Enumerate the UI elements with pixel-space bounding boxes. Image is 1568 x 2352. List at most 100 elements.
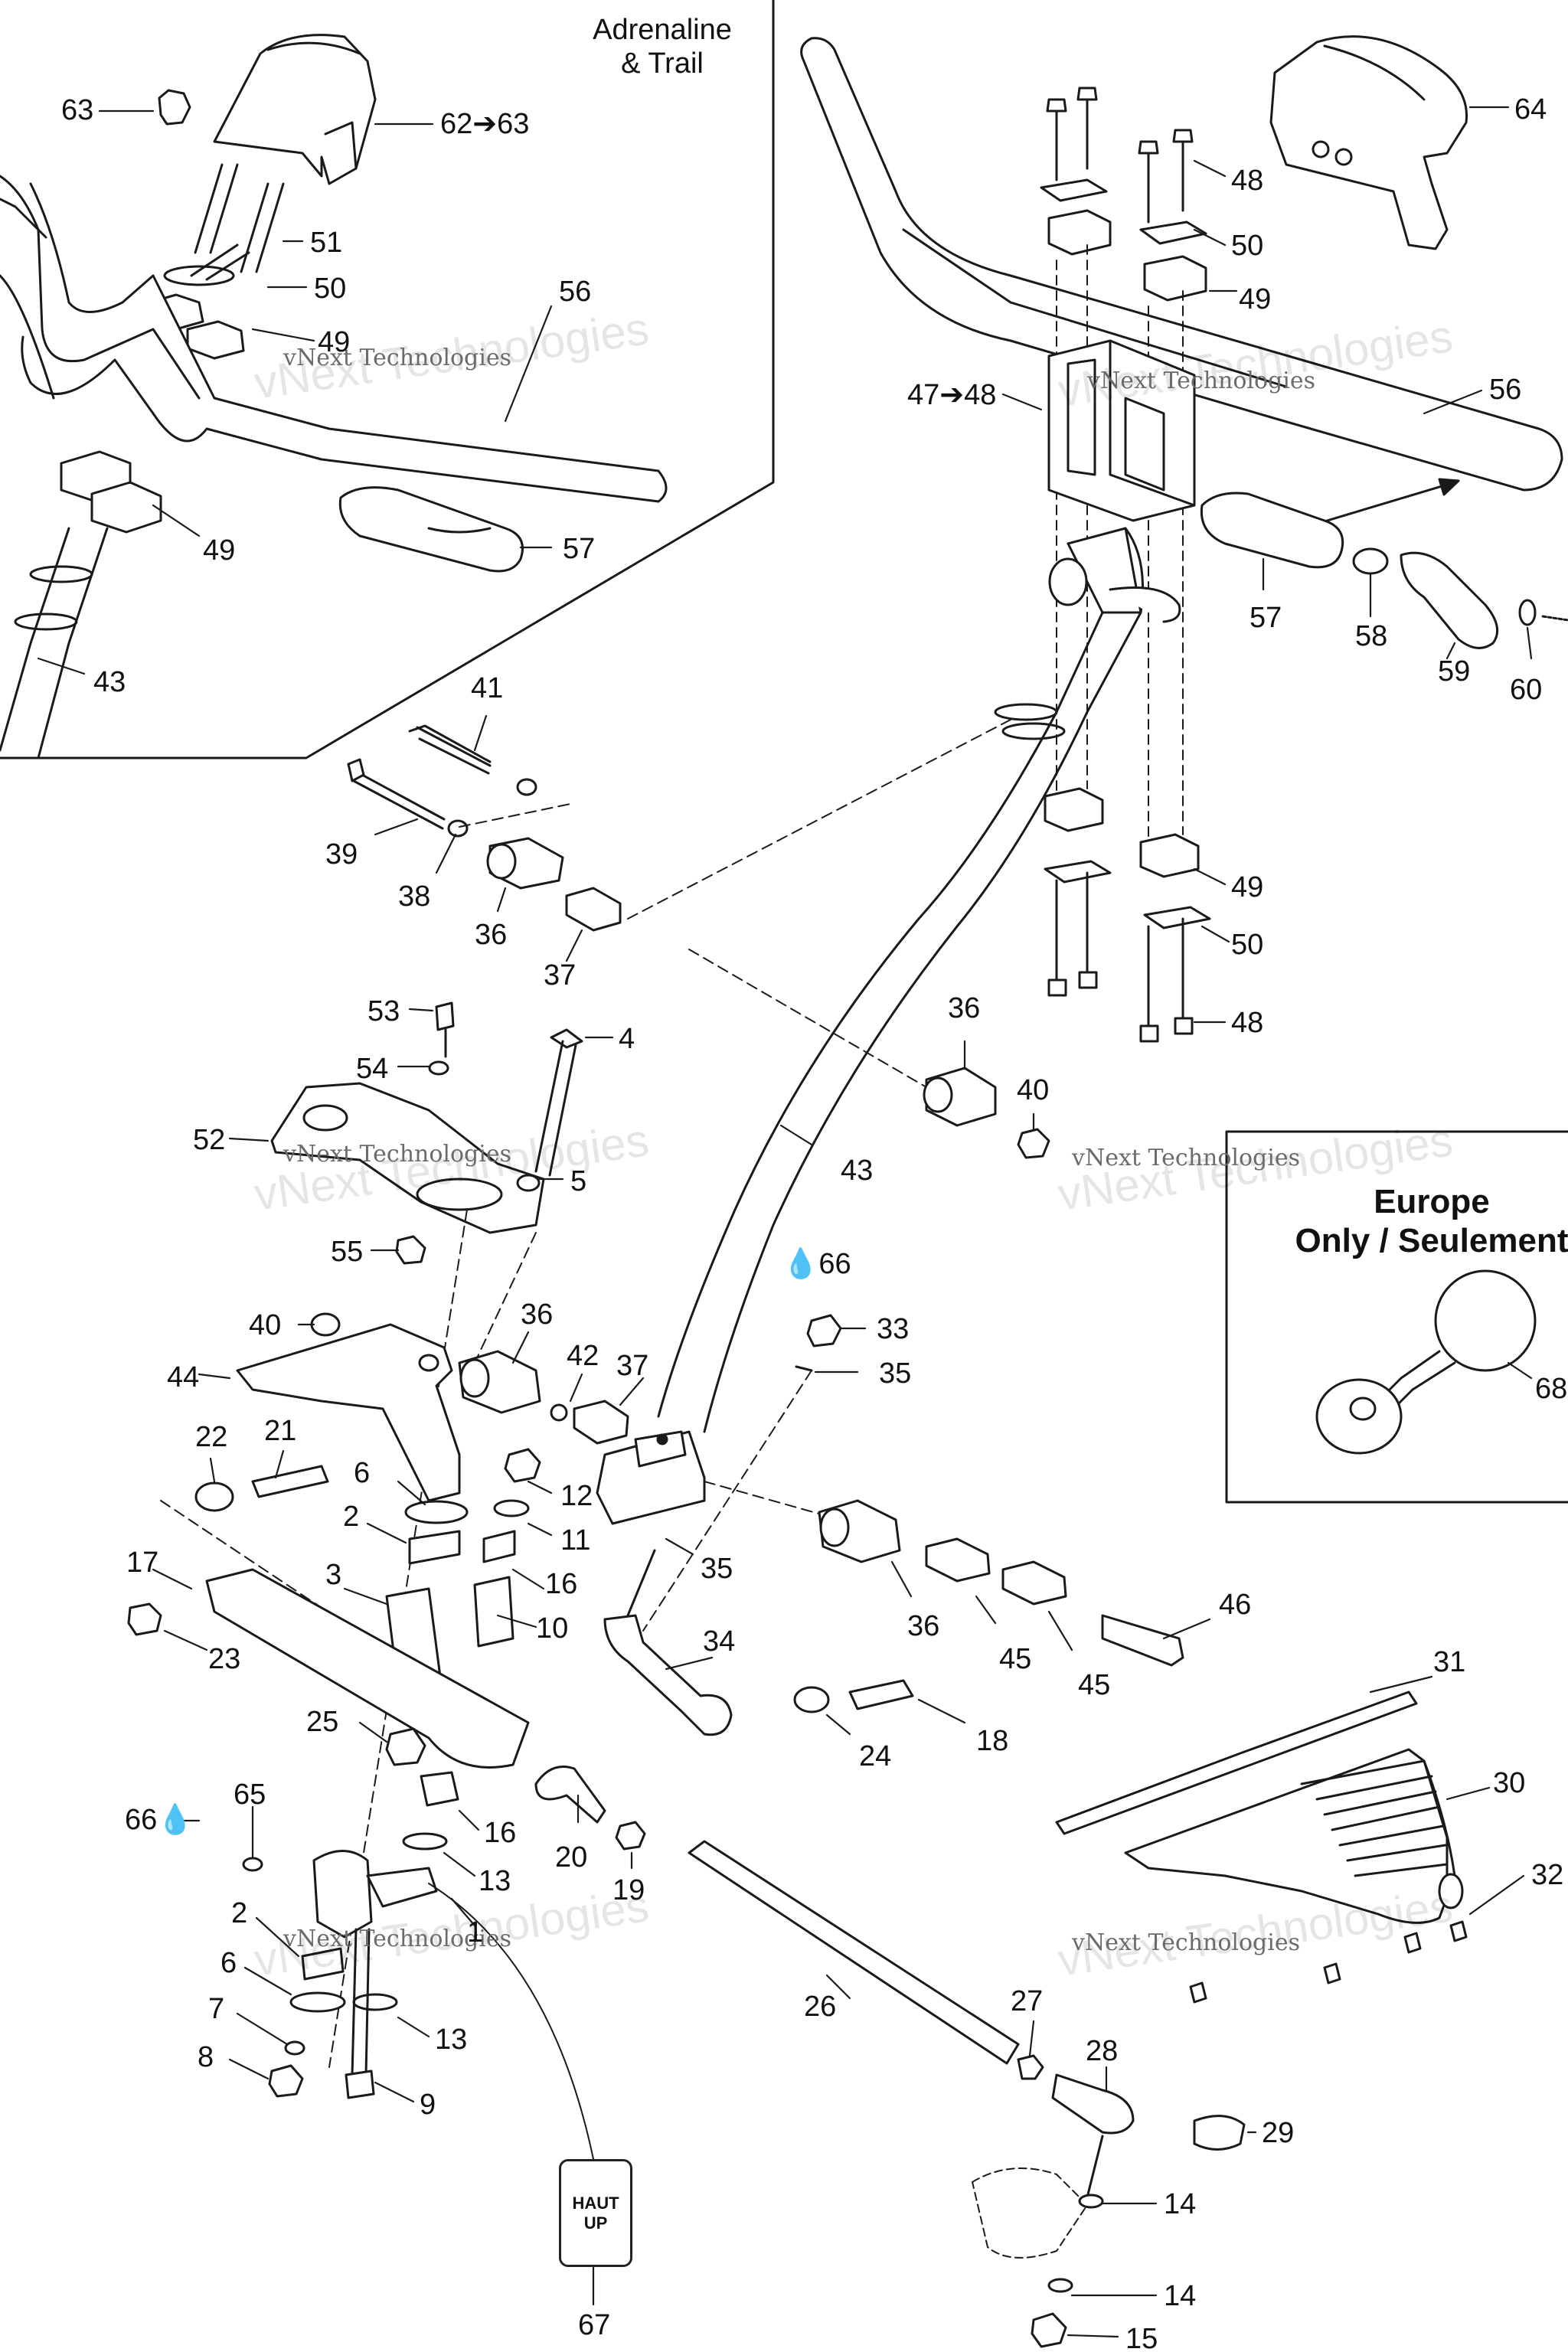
lower-bracket-group (127, 1312, 1184, 2011)
callout-65: 65 (234, 1779, 266, 1811)
callout-35: 35 (701, 1553, 733, 1585)
callout-10: 10 (536, 1612, 569, 1645)
callout-36: 36 (521, 1298, 554, 1331)
callout-23: 23 (208, 1643, 241, 1675)
callout-13: 13 (479, 1865, 511, 1897)
callout-54: 54 (356, 1053, 389, 1085)
callout-36: 36 (907, 1610, 940, 1642)
callout-37: 37 (544, 959, 577, 991)
leader-lines (37, 106, 1533, 2338)
callout-48: 48 (1231, 165, 1264, 197)
europe-only-title: Europe Only / Seulement (1256, 1183, 1568, 1260)
callout-17: 17 (126, 1547, 159, 1579)
callout-49: 49 (203, 534, 236, 567)
europe-title-line1: Europe (1374, 1183, 1490, 1220)
callout-38: 38 (398, 880, 431, 913)
callout-24: 24 (859, 1740, 892, 1772)
callout-6: 6 (354, 1457, 371, 1489)
watermark: vNext Technologies (283, 345, 512, 371)
callout-14: 14 (1164, 2188, 1197, 2220)
callout-66-text: 66 (125, 1804, 158, 1836)
callout-40: 40 (249, 1309, 282, 1341)
callout-1: 1 (467, 1916, 484, 1949)
callout-36: 36 (948, 992, 981, 1024)
up-orientation-tag: HAUT UP (559, 2159, 632, 2267)
callout-42: 42 (567, 1340, 599, 1372)
callout-55: 55 (331, 1236, 364, 1268)
watermark: vNext Technologies (1072, 1145, 1301, 1171)
callout-25: 25 (306, 1706, 339, 1738)
callout-47: 47➔48 (907, 379, 997, 411)
callout-8: 8 (198, 2041, 214, 2073)
callout-2: 2 (231, 1897, 248, 1929)
callout-66: 66💧 (125, 1805, 194, 1834)
callout-16: 16 (484, 1817, 517, 1849)
callout-31: 31 (1433, 1646, 1466, 1678)
callout-7: 7 (208, 1993, 225, 2025)
callout-39: 39 (325, 838, 358, 871)
callout-9: 9 (420, 2089, 436, 2121)
tie-rod-group (242, 1766, 1246, 2348)
callout-21: 21 (264, 1415, 297, 1447)
europe-title-line2: Only / Seulement (1295, 1221, 1568, 1259)
callout-49: 49 (318, 326, 351, 358)
callout-43: 43 (93, 666, 126, 698)
callout-41: 41 (471, 672, 504, 704)
callout-50: 50 (1231, 929, 1264, 961)
boot-group (1055, 1690, 1468, 2004)
callout-62: 62➔63 (440, 108, 530, 140)
callout-57: 57 (563, 533, 596, 565)
callout-49: 49 (1239, 283, 1272, 315)
adrenaline-inset-frame (0, 0, 775, 760)
callout-40: 40 (1017, 1074, 1050, 1106)
inset-handlebar-assembly (0, 34, 668, 760)
callout-26: 26 (804, 1991, 837, 2023)
callout-33: 33 (877, 1313, 910, 1345)
callout-63: 63 (61, 94, 94, 126)
callout-34: 34 (703, 1625, 736, 1658)
callout-49: 49 (1231, 871, 1264, 903)
callout-36: 36 (475, 919, 508, 951)
callout-22: 22 (195, 1421, 228, 1453)
callout-29: 29 (1262, 2117, 1295, 2149)
callout-56: 56 (559, 276, 592, 308)
adrenaline-trail-title: Adrenaline & Trail (574, 14, 750, 80)
callout-56: 56 (1489, 374, 1522, 406)
callout-18: 18 (976, 1725, 1009, 1757)
callout-16: 16 (545, 1568, 578, 1600)
callout-4: 4 (619, 1023, 635, 1055)
callout-66: 💧66 (782, 1250, 851, 1279)
callout-57: 57 (1250, 602, 1282, 634)
main-handlebar-assembly (657, 35, 1568, 1433)
callout-50: 50 (1231, 230, 1264, 262)
callout-37: 37 (616, 1350, 649, 1382)
callout-58: 58 (1355, 620, 1388, 652)
callout-45: 45 (999, 1643, 1032, 1675)
callout-50: 50 (314, 273, 347, 305)
callout-59: 59 (1438, 655, 1471, 688)
callout-20: 20 (555, 1841, 588, 1873)
callout-14: 14 (1164, 2280, 1197, 2312)
callout-64: 64 (1514, 93, 1547, 126)
callout-2: 2 (343, 1501, 360, 1533)
callout-5: 5 (570, 1165, 587, 1197)
pivot-bolt-group (347, 719, 1050, 1159)
callout-12: 12 (560, 1480, 593, 1512)
callout-32: 32 (1531, 1859, 1564, 1891)
callout-19: 19 (612, 1874, 645, 1906)
up-tag-line1: HAUT (572, 2193, 619, 2213)
callout-27: 27 (1011, 1985, 1044, 2017)
adrenaline-title-line2: & Trail (621, 47, 704, 80)
callout-13: 13 (435, 2024, 468, 2056)
watermark: vNext Technologies (283, 1141, 512, 1168)
callout-30: 30 (1493, 1767, 1526, 1799)
callout-43: 43 (841, 1155, 874, 1187)
drop-icon: 💧 (157, 1804, 194, 1836)
callout-68: 68 (1535, 1373, 1568, 1405)
callout-48: 48 (1231, 1007, 1264, 1039)
callout-28: 28 (1086, 2035, 1119, 2067)
watermark: vNext Technologies (1072, 1929, 1301, 1956)
horn-group (1315, 1269, 1537, 1455)
